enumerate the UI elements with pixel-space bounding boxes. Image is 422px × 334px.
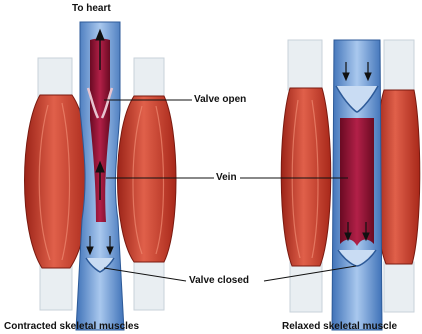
left-panel	[25, 22, 177, 330]
label-to-heart: To heart	[72, 4, 111, 14]
left-muscle-inner	[118, 96, 177, 262]
left-muscle-outer	[25, 95, 90, 268]
right-muscle-inner	[375, 90, 420, 264]
left-muscle-tendon-bottom	[40, 262, 72, 310]
left-muscle-tendon-top	[38, 58, 72, 98]
right-muscle-tendon-top	[288, 40, 322, 90]
right-muscle2-tendon-bottom	[384, 262, 414, 312]
left-muscle2-tendon-bottom	[134, 260, 164, 310]
right-panel	[281, 40, 420, 330]
label-valve-closed: Valve closed	[189, 276, 249, 286]
label-valve-open: Valve open	[194, 95, 246, 105]
left-muscle2-tendon-top	[134, 58, 164, 100]
right-muscle2-tendon-top	[384, 40, 414, 92]
right-muscle-outer	[281, 88, 331, 266]
right-muscle-tendon-bottom	[290, 262, 322, 312]
caption-relaxed: Relaxed skeletal muscle	[282, 322, 397, 332]
right-vein-blood	[340, 118, 374, 246]
label-vein: Vein	[216, 173, 237, 183]
caption-contracted: Contracted skeletal muscles	[4, 322, 139, 332]
